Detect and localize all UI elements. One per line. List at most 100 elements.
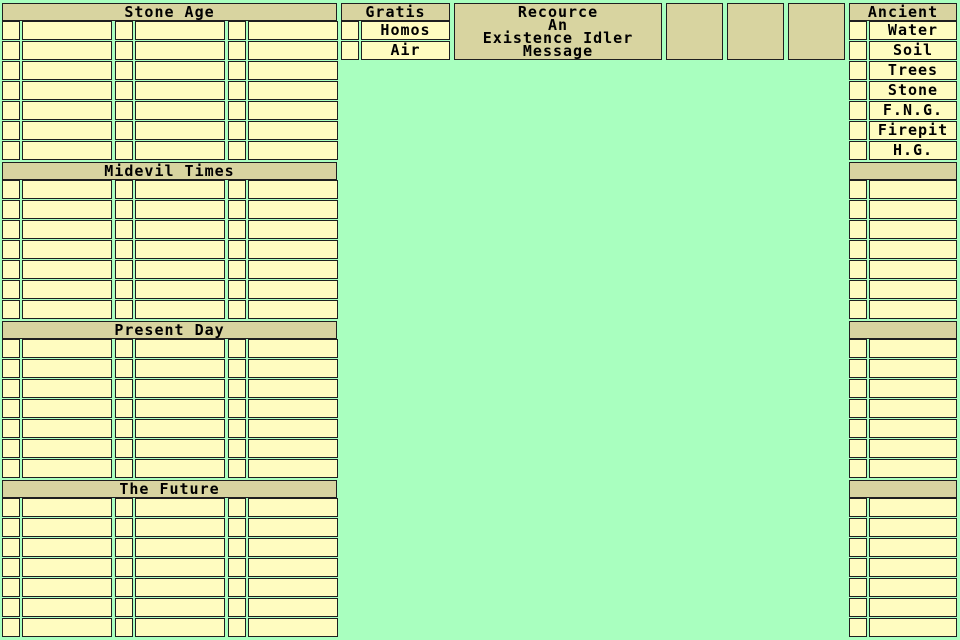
era-checkbox[interactable] [228,260,246,279]
era-checkbox[interactable] [228,598,246,617]
resource-checkbox[interactable] [849,121,867,140]
resource-field[interactable] [869,280,957,299]
resource-checkbox[interactable] [849,41,867,60]
era-field[interactable] [22,81,112,100]
resource-checkbox[interactable] [849,240,867,259]
era-field[interactable] [248,598,338,617]
resource-field[interactable] [869,518,957,537]
era-checkbox[interactable] [228,498,246,517]
era-field[interactable] [22,101,112,120]
era-checkbox[interactable] [115,459,133,478]
resource-checkbox[interactable] [849,339,867,358]
era-checkbox[interactable] [115,240,133,259]
era-field[interactable] [22,180,112,199]
era-checkbox[interactable] [115,578,133,597]
era-checkbox[interactable] [228,419,246,438]
resource-checkbox[interactable] [849,21,867,40]
era-checkbox[interactable] [115,359,133,378]
gratis-checkbox-air[interactable] [341,41,359,60]
era-checkbox[interactable] [228,220,246,239]
era-checkbox[interactable] [115,81,133,100]
era-checkbox[interactable] [115,141,133,160]
resource-checkbox[interactable] [849,61,867,80]
resource-checkbox[interactable] [849,141,867,160]
era-field[interactable] [22,141,112,160]
era-field[interactable] [22,578,112,597]
era-checkbox[interactable] [228,280,246,299]
era-checkbox[interactable] [115,280,133,299]
era-checkbox[interactable] [115,200,133,219]
era-field[interactable] [135,200,225,219]
resource-field[interactable] [869,339,957,358]
era-checkbox[interactable] [2,538,20,557]
resource-item[interactable]: F.N.G. [869,101,957,120]
era-checkbox[interactable] [228,300,246,319]
era-field[interactable] [135,141,225,160]
resource-checkbox[interactable] [849,558,867,577]
resource-checkbox[interactable] [849,419,867,438]
era-checkbox[interactable] [228,379,246,398]
resource-field[interactable] [869,618,957,637]
resource-checkbox[interactable] [849,359,867,378]
era-field[interactable] [248,399,338,418]
era-field[interactable] [22,200,112,219]
era-field[interactable] [22,21,112,40]
era-checkbox[interactable] [2,240,20,259]
resource-item[interactable]: Soil [869,41,957,60]
era-field[interactable] [248,459,338,478]
blank-box-1[interactable] [666,3,723,60]
era-checkbox[interactable] [115,538,133,557]
era-checkbox[interactable] [2,399,20,418]
era-checkbox[interactable] [2,518,20,537]
era-checkbox[interactable] [228,618,246,637]
era-checkbox[interactable] [2,419,20,438]
blank-box-3[interactable] [788,3,845,60]
resource-item[interactable]: Stone [869,81,957,100]
resource-field[interactable] [869,200,957,219]
era-field[interactable] [135,81,225,100]
era-field[interactable] [22,558,112,577]
era-field[interactable] [248,220,338,239]
resource-checkbox[interactable] [849,300,867,319]
resource-checkbox[interactable] [849,101,867,120]
era-field[interactable] [248,498,338,517]
era-field[interactable] [22,379,112,398]
era-checkbox[interactable] [228,200,246,219]
resource-checkbox[interactable] [849,379,867,398]
era-field[interactable] [22,359,112,378]
resource-field[interactable] [869,538,957,557]
era-field[interactable] [248,81,338,100]
era-checkbox[interactable] [115,558,133,577]
era-checkbox[interactable] [228,518,246,537]
era-checkbox[interactable] [2,618,20,637]
era-field[interactable] [22,61,112,80]
era-field[interactable] [135,300,225,319]
era-checkbox[interactable] [115,41,133,60]
resource-field[interactable] [869,240,957,259]
era-checkbox[interactable] [2,101,20,120]
era-field[interactable] [248,558,338,577]
era-checkbox[interactable] [2,598,20,617]
era-checkbox[interactable] [228,41,246,60]
era-field[interactable] [135,220,225,239]
era-checkbox[interactable] [115,399,133,418]
resource-checkbox[interactable] [849,220,867,239]
era-checkbox[interactable] [115,419,133,438]
era-field[interactable] [22,300,112,319]
resource-field[interactable] [869,498,957,517]
era-field[interactable] [248,578,338,597]
era-field[interactable] [248,121,338,140]
era-field[interactable] [248,379,338,398]
resource-field[interactable] [869,260,957,279]
era-field[interactable] [22,439,112,458]
era-field[interactable] [248,61,338,80]
era-checkbox[interactable] [115,260,133,279]
resource-checkbox[interactable] [849,618,867,637]
era-field[interactable] [248,101,338,120]
era-checkbox[interactable] [228,578,246,597]
era-field[interactable] [135,180,225,199]
blank-box-2[interactable] [727,3,784,60]
era-checkbox[interactable] [228,121,246,140]
resource-field[interactable] [869,598,957,617]
era-checkbox[interactable] [2,61,20,80]
